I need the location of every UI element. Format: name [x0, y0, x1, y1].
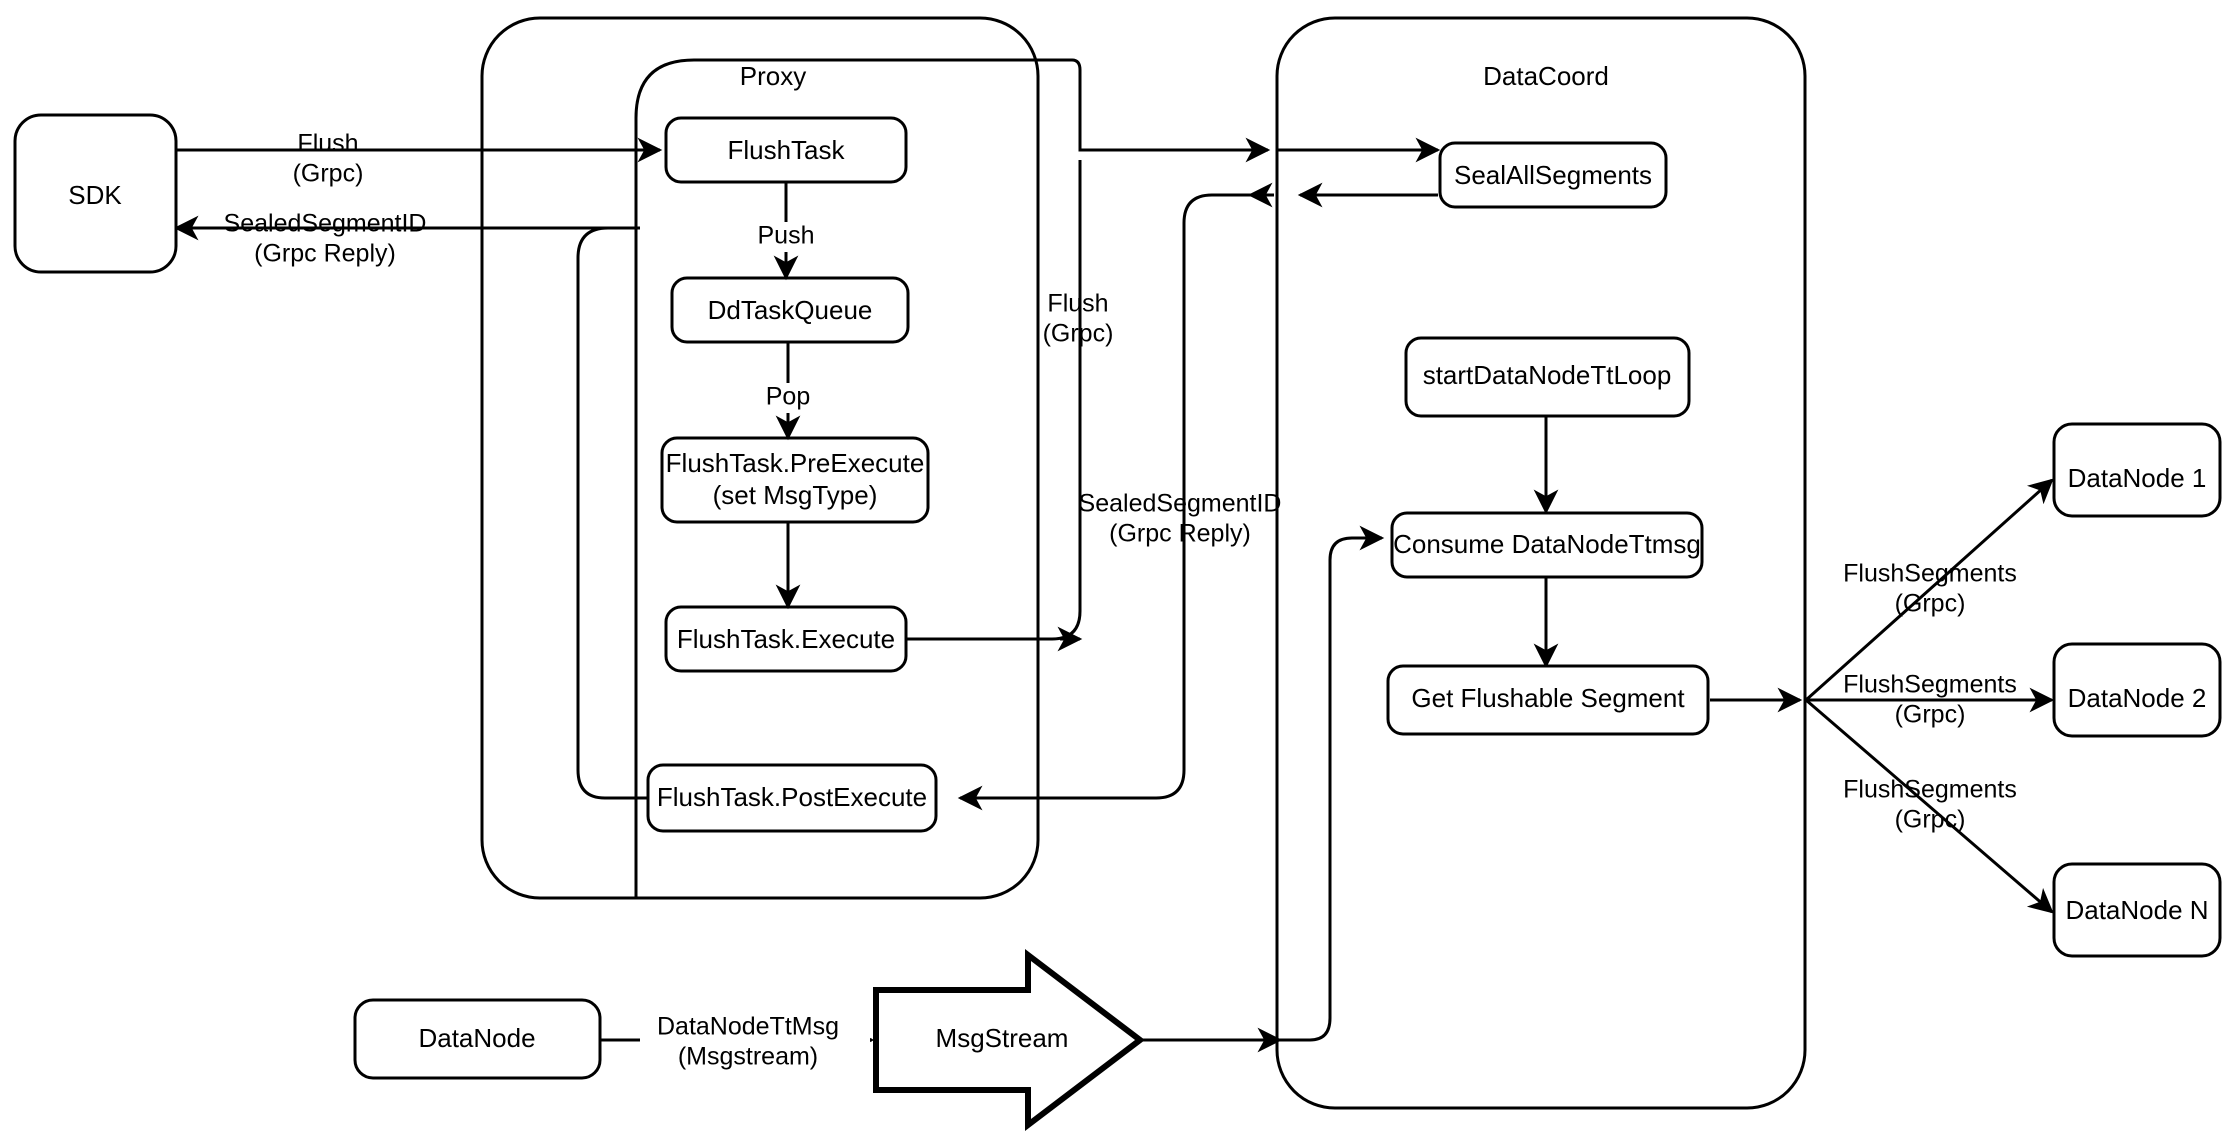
- consume-label: Consume DataNodeTtmsg: [1393, 529, 1701, 559]
- proxy-container-label: Proxy: [740, 61, 806, 91]
- edge-execute-to-flush-bus: [906, 160, 1082, 641]
- datanode1-label: DataNode 1: [2068, 463, 2207, 493]
- node-datanode-2[interactable]: DataNode 2: [2052, 642, 2222, 738]
- edge-label-flush-mid-line1: Flush: [1047, 290, 1108, 318]
- sealallsegments-label: SealAllSegments: [1454, 160, 1652, 190]
- node-ddtaskqueue[interactable]: DdTaskQueue: [670, 276, 910, 344]
- startdatanodettloop-box[interactable]: [1404, 336, 1691, 418]
- edge-fanout-to-datanode1: [1805, 478, 2054, 702]
- sealallsegments-box[interactable]: [1438, 141, 1668, 209]
- msgstream-label: MsgStream: [936, 1023, 1069, 1053]
- node-consume-datanodettmsg[interactable]: Consume DataNodeTtmsg: [1390, 511, 1704, 579]
- getflushable-box[interactable]: [1386, 664, 1710, 736]
- edge-label-flush-mid-line2: (Grpc): [1043, 320, 1114, 348]
- node-flushtask-postexecute[interactable]: FlushTask.PostExecute: [646, 763, 938, 833]
- preexecute-label-line2: (set MsgType): [713, 480, 878, 510]
- node-flushtask-preexecute[interactable]: FlushTask.PreExecute (set MsgType): [660, 436, 930, 524]
- datanode-bottom-label: DataNode: [418, 1023, 535, 1053]
- postexecute-box[interactable]: [646, 763, 938, 833]
- edge-label-datanodettmsg-line2: (Msgstream): [678, 1043, 818, 1071]
- sdk-box[interactable]: [13, 113, 178, 274]
- edge-proxy-bus-top: [634, 58, 1040, 119]
- postexecute-label: FlushTask.PostExecute: [657, 782, 927, 812]
- edge-label-push: Push: [758, 222, 815, 250]
- node-get-flushable-segment[interactable]: Get Flushable Segment: [1386, 664, 1710, 736]
- edge-label-flush-grpc-line2: (Grpc): [293, 160, 364, 188]
- edge-label-datanodettmsg-line1: DataNodeTtMsg: [657, 1013, 839, 1041]
- push-label-bg: [748, 222, 824, 252]
- edge-label-flushsegmentsn-line2: (Grpc): [1895, 806, 1966, 834]
- datanode2-box[interactable]: [2052, 642, 2222, 738]
- pop-label-bg: [754, 383, 822, 413]
- edge-label-pop: Pop: [766, 383, 810, 411]
- startdatanodettloop-label: startDataNodeTtLoop: [1423, 360, 1672, 390]
- node-flushtask[interactable]: FlushTask: [664, 116, 908, 184]
- edge-label-flush-grpc-line1: Flush: [297, 130, 358, 158]
- edge-label-flushsegmentsn-line1: FlushSegments: [1843, 776, 2017, 804]
- msgstream-arrow-shape[interactable]: [873, 948, 1145, 1132]
- datacoord-container-border: [1275, 16, 1807, 1110]
- edge-fanout-to-datanoden: [1805, 698, 2054, 914]
- node-msgstream[interactable]: MsgStream: [873, 948, 1145, 1132]
- edge-label-flushsegments2-line2: (Grpc): [1895, 701, 1966, 729]
- flushtask-label: FlushTask: [727, 135, 845, 165]
- container-proxy: Proxy: [480, 16, 1040, 900]
- getflushable-label: Get Flushable Segment: [1411, 683, 1685, 713]
- node-sealallsegments[interactable]: SealAllSegments: [1438, 141, 1668, 209]
- consume-box[interactable]: [1390, 511, 1704, 579]
- node-startdatanodettloop[interactable]: startDataNodeTtLoop: [1404, 336, 1691, 418]
- node-flushtask-execute[interactable]: FlushTask.Execute: [664, 605, 908, 673]
- edge-label-flushsegments2-line1: FlushSegments: [1843, 671, 2017, 699]
- edge-datacoord-to-postexecute-sealed: [957, 193, 1268, 811]
- preexecute-label-line1: FlushTask.PreExecute: [666, 448, 925, 478]
- proxy-container-border: [480, 16, 1040, 900]
- datanode2-label: DataNode 2: [2068, 683, 2207, 713]
- edge-label-sealed-sdk-line1: SealedSegmentID: [224, 210, 427, 238]
- node-datanode-1[interactable]: DataNode 1: [2052, 422, 2222, 518]
- datacoord-container-label: DataCoord: [1483, 61, 1609, 91]
- datanodettmsg-label-bg: [640, 1010, 870, 1072]
- datanode-bottom-box[interactable]: [353, 998, 602, 1080]
- edge-label-flushsegments1-line2: (Grpc): [1895, 590, 1966, 618]
- ddtaskqueue-label: DdTaskQueue: [708, 295, 873, 325]
- datanoden-box[interactable]: [2052, 862, 2222, 958]
- edge-label-sealed-sdk-line2: (Grpc Reply): [254, 240, 396, 268]
- sdk-label: SDK: [68, 180, 122, 210]
- container-datacoord: DataCoord: [1275, 16, 1807, 1110]
- datanoden-label: DataNode N: [2065, 895, 2208, 925]
- edge-postexecute-to-sdk-loop: [576, 226, 650, 800]
- edge-label-flushsegments1-line1: FlushSegments: [1843, 560, 2017, 588]
- node-sdk[interactable]: SDK: [13, 113, 178, 274]
- node-datanode-n[interactable]: DataNode N: [2052, 862, 2222, 958]
- execute-label: FlushTask.Execute: [677, 624, 895, 654]
- edge-label-sealed-mid-line2: (Grpc Reply): [1109, 520, 1251, 548]
- edge-msgstream-to-consume: [1277, 525, 1385, 1042]
- datanode1-box[interactable]: [2052, 422, 2222, 518]
- node-datanode-bottom[interactable]: DataNode: [353, 998, 602, 1080]
- edge-proxy-to-datacoord-flush: [1040, 58, 1271, 163]
- edge-label-sealed-mid-line1: SealedSegmentID: [1079, 490, 1282, 518]
